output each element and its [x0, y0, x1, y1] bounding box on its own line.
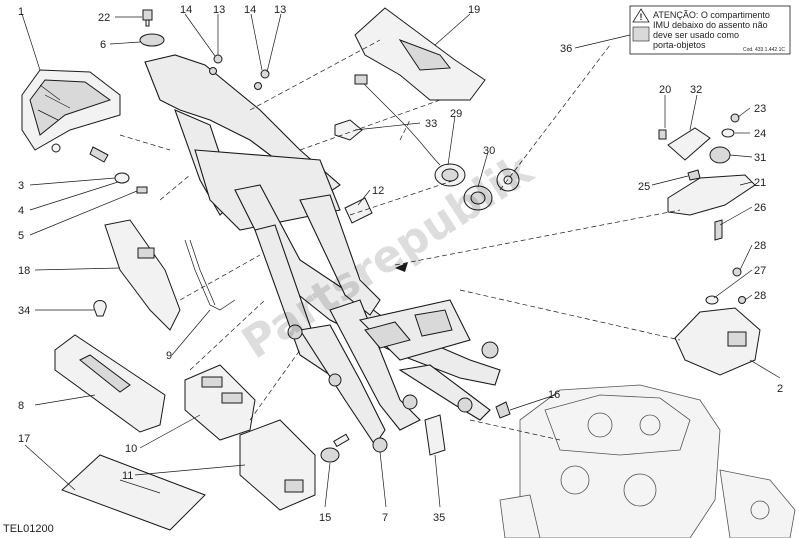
callout-numbers: 1 2 3 4 5 6 7 8 9 10 11 12 13 13 14 14 1…	[18, 4, 783, 524]
callout-14b: 14	[244, 4, 256, 16]
callout-7: 7	[382, 512, 388, 524]
warning-line-2: IMU debaixo do assento não	[653, 20, 768, 30]
callout-1: 1	[18, 6, 24, 18]
callout-34: 34	[18, 305, 30, 317]
callout-27: 27	[754, 265, 766, 277]
grommet-screw	[139, 9, 165, 47]
sticker-12	[344, 197, 373, 224]
callout-14a: 14	[180, 4, 192, 16]
dashed-guides	[119, 39, 681, 441]
callout-31: 31	[754, 152, 766, 164]
warning-label: ! ATENÇÃO: O compartimento IMU debaixo d…	[629, 5, 791, 55]
callout-36: 36	[560, 43, 572, 55]
callout-22: 22	[98, 12, 110, 24]
callout-30: 30	[483, 145, 495, 157]
callout-5: 5	[18, 230, 24, 242]
callout-16: 16	[548, 389, 560, 401]
svg-text:!: !	[640, 12, 643, 22]
callout-3: 3	[18, 180, 24, 192]
callout-35: 35	[433, 512, 445, 524]
hex-bolt	[320, 433, 350, 463]
right-parts	[658, 113, 761, 376]
ecu-housing	[184, 364, 256, 441]
callout-24: 24	[754, 128, 766, 140]
callout-13b: 13	[274, 4, 286, 16]
warning-line-4: porta-objetos	[653, 40, 706, 50]
storage-tray	[54, 334, 166, 433]
cable-clip	[93, 300, 107, 317]
callout-25: 25	[638, 181, 650, 193]
callout-11: 11	[122, 470, 133, 482]
callout-9: 9	[166, 350, 172, 362]
engine-block	[499, 384, 796, 538]
callout-17: 17	[18, 433, 30, 445]
diagram-code: TEL01200	[3, 523, 54, 535]
clamp-16	[495, 401, 511, 419]
callout-2: 2	[777, 383, 783, 395]
callout-23: 23	[754, 103, 766, 115]
callout-32: 32	[690, 84, 702, 96]
leader-lines	[21, 13, 781, 508]
callout-26: 26	[754, 202, 766, 214]
callout-29: 29	[450, 108, 462, 120]
strap-hook	[184, 239, 236, 311]
rear-cover-plate	[354, 7, 486, 101]
callout-19: 19	[468, 4, 480, 16]
warning-line-3: deve ser usado como	[653, 30, 739, 40]
callout-33: 33	[425, 118, 437, 130]
warning-line-1: ATENÇÃO: O compartimento	[653, 10, 770, 20]
side-bracket	[104, 219, 181, 331]
fastener-group-left	[51, 143, 148, 194]
sticker-35	[424, 414, 446, 456]
callout-12: 12	[372, 185, 384, 197]
callout-21: 21	[754, 177, 766, 189]
callout-13a: 13	[213, 4, 225, 16]
arrow-indicator	[395, 262, 408, 272]
rear-subframe	[144, 54, 501, 453]
callout-28a: 28	[754, 240, 766, 252]
tail-light	[21, 69, 121, 151]
battery-box	[239, 419, 316, 511]
warning-code: Cod. 433.1.442.1C	[743, 47, 785, 53]
callout-10: 10	[125, 443, 137, 455]
callout-6: 6	[100, 39, 106, 51]
callout-4: 4	[18, 205, 24, 217]
callout-15: 15	[319, 512, 331, 524]
callout-18: 18	[18, 265, 30, 277]
callout-28b: 28	[754, 290, 766, 302]
callout-20: 20	[659, 84, 671, 96]
user-manual-card	[61, 454, 206, 531]
callout-8: 8	[18, 400, 24, 412]
